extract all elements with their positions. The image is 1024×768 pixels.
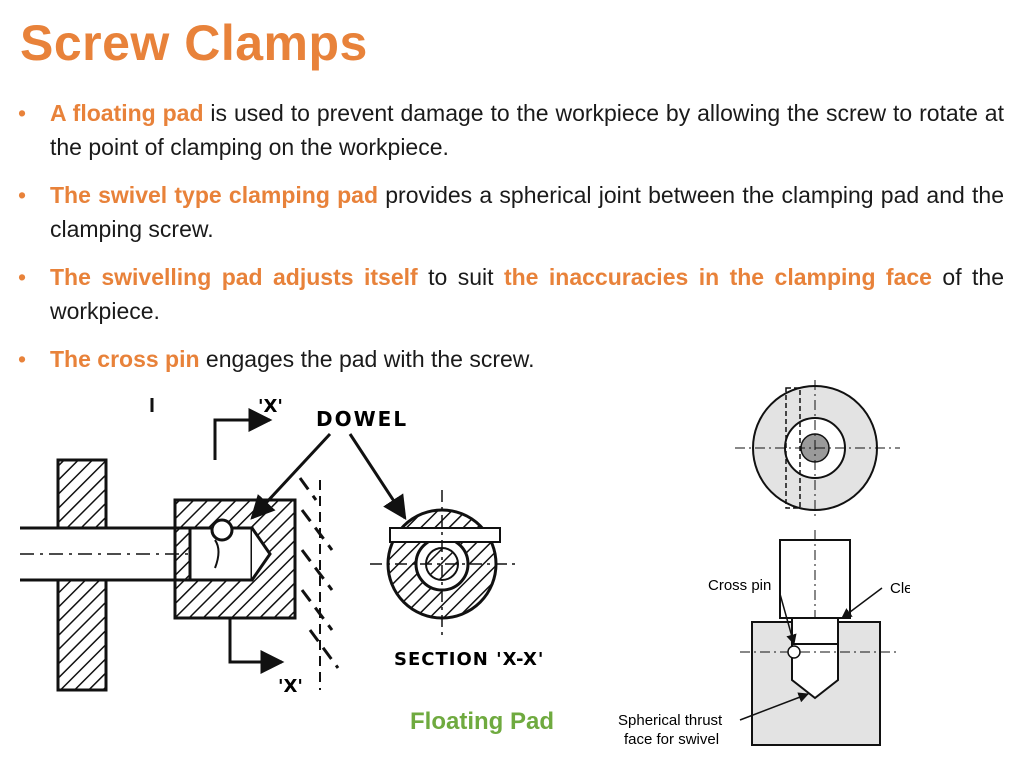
- bullet-dot-icon: •: [18, 264, 27, 290]
- label-clearance: Clearance: [890, 580, 910, 597]
- bullet-text: is used to prevent damage to the workpie…: [50, 100, 1004, 160]
- bullet-highlight-text: The cross pin: [50, 346, 200, 372]
- bullet-highlight-text: the inaccuracies in the clamping face: [503, 264, 932, 290]
- label-x-top: 'X': [258, 396, 283, 417]
- label-cross-pin: Cross pin: [708, 577, 771, 594]
- bullet-highlight-text: The swivel type clamping pad: [50, 182, 379, 208]
- bullet-list: • A floating pad is used to prevent damag…: [18, 96, 1004, 390]
- bullet-text: provides a spherical joint between the c…: [50, 182, 1004, 242]
- label-section: SECTION 'X-X': [394, 649, 544, 670]
- bullet-item: • A floating pad is used to prevent damag…: [18, 96, 1004, 164]
- figure-caption: Floating Pad: [410, 708, 554, 735]
- bullet-item: • The swivelling pad adjusts itself to su…: [18, 260, 1004, 328]
- label-dowel: DOWEL: [316, 407, 408, 431]
- bullet-dot-icon: •: [18, 182, 27, 208]
- bullet-text: of the workpiece.: [50, 264, 1004, 324]
- label-thrust-line1: Spherical thrust: [618, 712, 723, 729]
- swivel-pad-drawing: Cross pin Clearance Spherical thrust fac…: [618, 380, 910, 748]
- bullet-text: engages the pad with the screw.: [199, 346, 535, 372]
- bullet-highlight-text: A floating pad: [50, 100, 204, 126]
- label-thrust-line2: face for swivel: [624, 731, 719, 748]
- bullet-item: • The swivel type clamping pad provides a…: [18, 178, 1004, 246]
- bullet-text: to suit: [417, 264, 504, 290]
- floating-pad-drawing: 'X' 'X' DOWEL SECTION 'X-X': [20, 396, 544, 697]
- slide-title: Screw Clamps: [20, 15, 368, 71]
- bullet-highlight-text: The swivelling pad adjusts itself: [50, 264, 418, 290]
- label-x-bottom: 'X': [278, 676, 303, 697]
- bullet-dot-icon: •: [18, 100, 27, 126]
- bullet-item: • The cross pin engages the pad with the …: [18, 342, 1004, 376]
- bullet-dot-icon: •: [18, 346, 27, 372]
